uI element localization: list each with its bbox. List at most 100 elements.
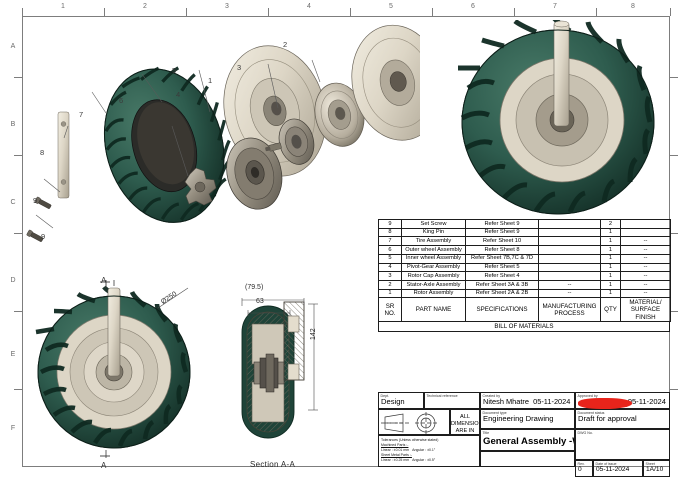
units-note-box: ALL DIMENSIONS ARE IN MM. xyxy=(450,409,480,435)
zone-label-row-b: B xyxy=(10,121,16,128)
field-technical-reference: Technical reference xyxy=(424,392,480,409)
zone-tick xyxy=(670,8,671,16)
field-approved-by: Approved by 05-11-2024 xyxy=(575,392,670,409)
bom-cell-part: Inner wheel Assembly xyxy=(401,253,466,264)
zone-label-col-3: 3 xyxy=(225,3,229,10)
field-document-type: Document type Engineering Drawing xyxy=(480,409,575,429)
bom-cell-qty: 1 xyxy=(600,253,621,264)
document-type-value: Engineering Drawing xyxy=(483,413,554,423)
section-mark-top: A xyxy=(101,276,107,285)
projection-symbol-box xyxy=(378,409,450,435)
zone-tick xyxy=(22,8,23,16)
document-type-label: Document type xyxy=(482,410,507,415)
zone-label-col-8: 8 xyxy=(631,3,635,10)
tolerance-sheet-linear: Linear : ±0.25 mm xyxy=(381,457,410,462)
section-caption: Section A-A xyxy=(250,460,296,469)
zone-label-col-2: 2 xyxy=(143,3,147,10)
balloon-1: 1 xyxy=(208,76,213,85)
field-drawing-no: DWG No. xyxy=(575,429,670,460)
bom-cell-sr: 9 xyxy=(378,219,402,229)
zone-label-col-4: 4 xyxy=(307,3,311,10)
bom-cell-qty: 1 xyxy=(600,288,621,299)
zone-tick xyxy=(670,155,678,156)
bom-header-specifications: SPECIFICATIONS xyxy=(465,297,539,323)
balloon-7: 7 xyxy=(79,110,84,119)
balloon-8: 8 xyxy=(40,148,45,157)
bom-cell-process xyxy=(538,227,601,238)
bom-cell-spec: Refer Sheet 2A & 2B xyxy=(465,288,539,299)
bom-cell-part: King Pin xyxy=(401,227,466,238)
title-block-spacer xyxy=(480,451,575,467)
bom-header-qty: QTY xyxy=(600,297,621,323)
bom-cell-sr: 5 xyxy=(378,253,402,264)
bom-cell-process: -- xyxy=(538,288,601,299)
bom-cell-qty: 1 xyxy=(600,245,621,255)
bom-cell-qty: 1 xyxy=(600,271,621,282)
bom-cell-material: -- xyxy=(620,262,671,273)
zone-tick xyxy=(268,8,269,16)
title-label: Title xyxy=(482,430,490,435)
field-date-of-issue: Date of issue 05-11-2024 xyxy=(593,460,643,477)
bom-cell-part: Pivot-Gear Assembly xyxy=(401,262,466,273)
bom-cell-spec: Refer Sheet 9 xyxy=(465,227,539,238)
bom-header-part-name: PART NAME xyxy=(401,297,466,323)
bom-cell-sr: 2 xyxy=(378,280,402,290)
bom-cell-material xyxy=(620,227,671,238)
zone-label-row-f: F xyxy=(10,425,16,432)
field-rev: Rev. 0 xyxy=(575,460,593,477)
bom-cell-process xyxy=(538,245,601,255)
tolerance-heading: Tolerances (Unless otherwise stated) xyxy=(381,437,439,442)
bom-cell-process: -- xyxy=(538,280,601,290)
bom-cell-sr: 8 xyxy=(378,227,402,238)
zone-tick xyxy=(14,389,22,390)
zone-tick xyxy=(14,233,22,234)
section-overall-width-dim: (79.5) xyxy=(245,284,264,291)
zone-tick xyxy=(670,311,678,312)
field-sheet: Sheet 1A/10 xyxy=(643,460,670,477)
zone-tick xyxy=(514,8,515,16)
bom-cell-sr: 3 xyxy=(378,271,402,282)
bom-cell-part: Outer wheel Assembly xyxy=(401,245,466,255)
zone-tick xyxy=(14,155,22,156)
balloon-4: 4 xyxy=(176,90,181,99)
created-by-value: Nitesh Mhatre xyxy=(483,396,530,406)
zone-tick xyxy=(596,8,597,16)
bom-cell-material: -- xyxy=(620,253,671,264)
bom-cell-qty: 1 xyxy=(600,262,621,273)
zone-tick xyxy=(186,8,187,16)
bom-cell-qty: 1 xyxy=(600,280,621,290)
bom-cell-material: -- xyxy=(620,245,671,255)
bom-cell-qty: 2 xyxy=(600,219,621,229)
balloon-9b: 9 xyxy=(33,196,38,205)
document-status-value: Draft for approval xyxy=(578,413,637,423)
zone-label-row-a: A xyxy=(10,43,16,50)
approved-date: 05-11-2024 xyxy=(627,396,666,406)
isometric-wheel-view xyxy=(458,20,655,215)
bom-cell-material xyxy=(620,219,671,229)
bom-header-row: SR NO. PART NAME SPECIFICATIONS MANUFACT… xyxy=(378,297,671,323)
first-angle-projection-icon xyxy=(381,412,437,434)
date-of-issue-label: Date of issue xyxy=(595,461,617,466)
balloon-3: 3 xyxy=(237,63,242,72)
bom-cell-part: Set Screw xyxy=(401,219,466,229)
bom-cell-part: Tire Assembly xyxy=(401,236,466,247)
zone-label-col-5: 5 xyxy=(389,3,393,10)
bom-cell-qty: 1 xyxy=(600,227,621,238)
bom-cell-process xyxy=(538,253,601,264)
zone-tick xyxy=(14,77,22,78)
bom-cell-spec: Refer Sheet 4 xyxy=(465,271,539,282)
created-date: 05-11-2024 xyxy=(533,396,571,406)
tolerance-machined-heading: Machined Parts :- xyxy=(381,442,409,447)
zone-label-col-1: 1 xyxy=(61,3,65,10)
field-created-by: Created by Nitesh Mhatre 05-11-2024 xyxy=(480,392,575,409)
balloon-5: 5 xyxy=(172,66,177,75)
zone-label-col-7: 7 xyxy=(553,3,557,10)
